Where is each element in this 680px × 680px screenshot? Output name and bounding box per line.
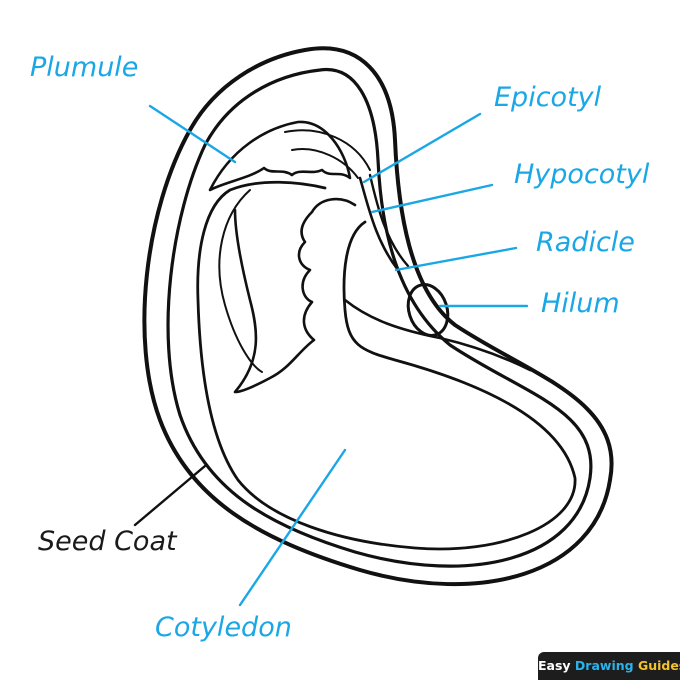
radicle-label: Radicle: [536, 227, 635, 258]
hilum-shape: [406, 283, 450, 337]
cotyledon-leader-line: [238, 448, 347, 607]
brand-word-drawing: Drawing: [574, 658, 634, 673]
brand-word-guides: Guides: [637, 658, 680, 673]
embryo-axis-2: [368, 173, 410, 268]
seed-coat-label: Seed Coat: [38, 526, 177, 557]
seed-coat-inner-line: [166, 67, 593, 568]
cotyledon-label: Cotyledon: [155, 612, 292, 643]
embryo-wavy-body: [233, 197, 357, 394]
cotyledon-tail: [343, 298, 532, 372]
hypocotyl-label: Hypocotyl: [514, 159, 650, 190]
epicotyl-leader-line: [362, 112, 482, 184]
embryo-inner-fold: [218, 189, 263, 373]
hypocotyl-leader-line: [370, 183, 494, 214]
seed-coat-leader-line: [133, 464, 207, 527]
cotyledon-outline: [196, 180, 577, 551]
embryo-axis: [358, 176, 400, 272]
plumule-label: Plumule: [30, 52, 139, 83]
brand-badge[interactable]: Easy Drawing Guides: [538, 652, 680, 680]
plumule-leader-line: [148, 104, 237, 164]
hilum-label: Hilum: [541, 288, 620, 319]
epicotyl-label: Epicotyl: [494, 82, 602, 113]
plumule-leaf: [208, 120, 352, 192]
brand-word-easy: Easy: [538, 658, 571, 673]
seed-coat-outline: [142, 46, 614, 587]
plumule-inner-curve-2: [291, 148, 359, 179]
plumule-inner-curve-1: [284, 129, 371, 171]
radicle-leader-line: [394, 246, 518, 272]
